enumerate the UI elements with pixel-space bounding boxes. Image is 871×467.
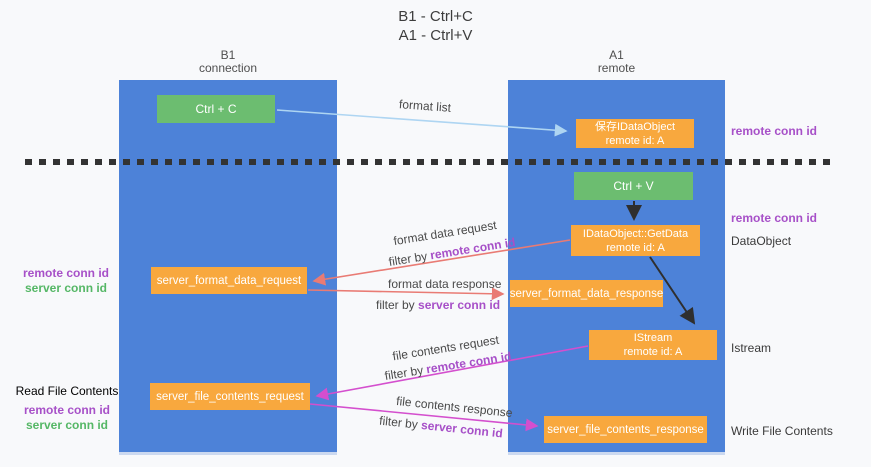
label-remote-conn-id-right-top: remote conn id [731,124,818,138]
node-save-dataobject-line1: 保存IDataObject [594,120,676,133]
node-istream-line2: remote id: A [623,346,683,358]
edge-label-format-list: format list [398,97,452,115]
label-remote-conn-id-right-mid: remote conn id [731,211,818,225]
filter-by-text: filter by [387,248,432,269]
node-ctrl-v-label: Ctrl + V [613,179,654,193]
node-getdata-line1: IDataObject::GetData [582,227,689,240]
label-read-file-contents: Read File Contents [15,384,119,398]
label-remote-conn-id-left-bottom: remote conn id [23,403,110,417]
label-server-conn-id-left-top: server conn id [24,281,108,295]
edge-label-filter-server-conn-id-1: filter by server conn id [376,298,500,312]
lane-header-b1-line1: B1 [220,48,236,62]
session-divider-dashed-line [25,159,837,165]
edge-label-filter-server-conn-id-2: filter by server conn id [379,414,504,441]
node-save-dataobject-line2: remote id: A [605,134,665,147]
node-server-file-contents-request: server_file_contents_request [150,383,310,410]
node-ctrl-c-label: Ctrl + C [195,102,237,116]
lane-header-b1-line2: connection [198,61,258,75]
node-istream-line1: IStream [633,332,673,344]
node-file-response-label: server_file_contents_response [547,423,704,436]
node-server-format-data-request: server_format_data_request [151,267,307,294]
label-dataobject: DataObject [731,234,792,248]
node-ctrl-v: Ctrl + V [574,172,693,200]
filter-by-text: filter by [376,298,419,312]
label-server-conn-id-left-bottom: server conn id [25,418,109,432]
label-write-file-contents: Write File Contents [731,424,833,438]
label-remote-conn-id-left-top: remote conn id [22,266,109,280]
label-istream: Istream [731,341,772,355]
node-getdata-line2: remote id: A [606,241,665,254]
node-idataobject-getdata: IDataObject::GetData remote id: A [571,225,700,256]
lane-header-b1: B1 connection [119,49,337,75]
node-istream: IStream remote id: A [589,330,717,360]
node-server-format-data-response: server_format_data_response [510,280,663,307]
title-line-1: B1 - Ctrl+C [398,8,473,25]
node-file-request-label: server_file_contents_request [156,390,304,403]
server-conn-id-text: server conn id [418,298,501,312]
node-server-file-contents-response: server_file_contents_response [544,416,707,443]
server-conn-id-text: server conn id [420,417,504,441]
filter-by-text: filter by [378,413,422,432]
title-line-2: A1 - Ctrl+V [398,27,473,44]
filter-by-text: filter by [383,362,428,383]
left-conn-id-group-top: remote conn id server conn id [18,266,114,296]
node-format-request-label: server_format_data_request [156,274,302,287]
node-format-response-label: server_format_data_response [509,287,664,300]
diagram-title: B1 - Ctrl+C A1 - Ctrl+V [0,7,871,45]
lane-header-a1-line2: remote [597,61,636,75]
node-save-dataobject: 保存IDataObject remote id: A [576,119,694,148]
node-ctrl-c: Ctrl + C [157,95,275,123]
left-conn-id-group-bottom: Read File Contents remote conn id server… [12,384,122,433]
edge-label-format-data-response: format data response [388,277,502,291]
lane-header-a1: A1 remote [508,49,725,75]
lane-header-a1-line1: A1 [609,48,624,62]
